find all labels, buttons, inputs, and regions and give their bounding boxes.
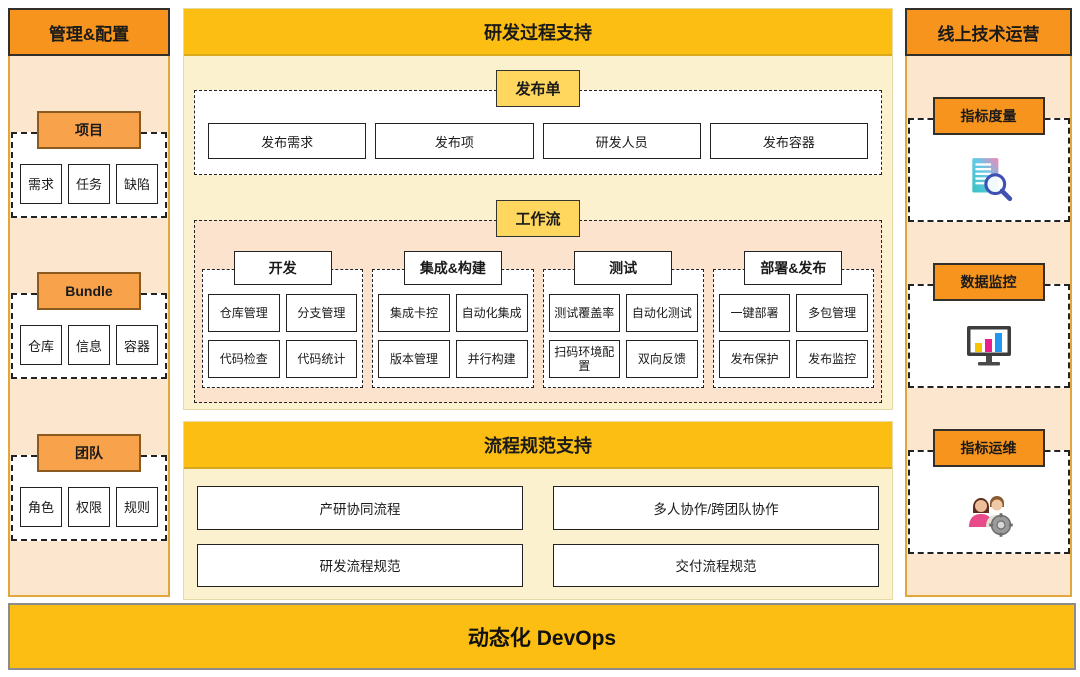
stage-integration-build-label: 集成&构建: [403, 251, 502, 285]
team-group: 团队 角色 权限 规则: [10, 433, 168, 541]
project-group: 项目 需求 任务 缺陷: [10, 110, 168, 218]
release-order-label: 发布单: [496, 70, 580, 107]
stage-testing-box: 测试覆盖率 自动化测试 扫码环境配置 双向反馈: [542, 269, 704, 388]
data-monitor-group: 数据监控: [907, 263, 1070, 388]
management-config-body: 项目 需求 任务 缺陷 Bundle 仓库 信息 容器 团队 角色: [8, 56, 170, 597]
ci-item-auto-integration: 自动化集成: [455, 294, 528, 332]
test-item-coverage: 测试覆盖率: [548, 294, 621, 332]
workflow-label: 工作流: [496, 200, 580, 237]
online-tech-ops-body: 指标度量: [905, 56, 1072, 597]
data-monitor-box: [907, 284, 1070, 388]
test-item-auto-test: 自动化测试: [626, 294, 698, 332]
test-item-scan-env: 扫码环境配置: [548, 340, 621, 378]
dynamic-devops-banner: 动态化 DevOps: [8, 603, 1076, 670]
online-tech-ops-column: 线上技术运营 指标度量: [905, 8, 1072, 597]
release-item-entries: 发布项: [375, 123, 534, 159]
bundle-group: Bundle 仓库 信息 容器: [10, 272, 168, 379]
release-item-requirements: 发布需求: [208, 123, 367, 159]
online-tech-ops-header: 线上技术运营: [905, 8, 1072, 56]
metric-measure-box: [907, 118, 1070, 222]
team-group-label: 团队: [37, 433, 141, 472]
process-spec-grid: 产研协同流程 多人协作/跨团队协作 研发流程规范 交付流程规范: [184, 469, 892, 599]
deploy-item-release-protect: 发布保护: [718, 340, 791, 378]
stage-integration-build: 集成&构建 集成卡控 自动化集成 版本管理 并行构建: [372, 251, 534, 388]
metric-ops-group: 指标运维: [907, 429, 1070, 554]
management-config-header: 管理&配置: [8, 8, 170, 56]
stage-development-box: 仓库管理 分支管理 代码检查 代码统计: [202, 269, 364, 388]
stage-integration-build-box: 集成卡控 自动化集成 版本管理 并行构建: [372, 269, 534, 388]
stage-development-label: 开发: [233, 251, 332, 285]
project-item-defects: 缺陷: [116, 163, 158, 204]
project-item-tasks: 任务: [68, 163, 110, 204]
stage-development: 开发 仓库管理 分支管理 代码检查 代码统计: [202, 251, 364, 388]
stage-deploy-release: 部署&发布 一键部署 多包管理 发布保护 发布监控: [712, 251, 874, 388]
project-group-label: 项目: [37, 110, 141, 149]
test-item-feedback: 双向反馈: [626, 340, 698, 378]
spec-item-rd-spec: 研发流程规范: [197, 543, 523, 587]
dev-item-code-check: 代码检查: [208, 340, 280, 378]
rd-process-header: 研发过程支持: [184, 9, 892, 56]
process-spec-panel: 流程规范支持 产研协同流程 多人协作/跨团队协作 研发流程规范 交付流程规范: [183, 421, 893, 600]
deploy-item-multi-package: 多包管理: [796, 294, 868, 332]
management-config-column: 管理&配置 项目 需求 任务 缺陷 Bundle 仓库 信息 容器 团队: [8, 8, 170, 597]
dev-item-repo-mgmt: 仓库管理: [208, 294, 280, 332]
center-column: 研发过程支持 发布单 发布需求 发布项 研发人员 发布容器 工作流 开发 仓库管…: [183, 8, 893, 600]
bundle-item-repo: 仓库: [20, 325, 62, 365]
metric-measure-label: 指标度量: [932, 97, 1045, 135]
workflow-box: 开发 仓库管理 分支管理 代码检查 代码统计 集成&构建 集成卡控 自动化集成 …: [194, 220, 882, 403]
team-item-permission: 权限: [68, 486, 110, 527]
team-item-role: 角色: [20, 486, 62, 527]
team-item-rules: 规则: [116, 486, 158, 527]
deploy-item-one-click: 一键部署: [718, 294, 791, 332]
stage-deploy-release-label: 部署&发布: [744, 251, 843, 285]
bundle-group-label: Bundle: [37, 272, 141, 310]
deploy-item-release-monitor: 发布监控: [796, 340, 868, 378]
ci-item-version-mgmt: 版本管理: [378, 340, 450, 378]
process-spec-header: 流程规范支持: [184, 422, 892, 469]
ci-item-gate: 集成卡控: [378, 294, 450, 332]
document-search-icon: [971, 158, 1012, 202]
metric-ops-box: [907, 450, 1070, 554]
release-item-staff: 研发人员: [542, 123, 701, 159]
monitor-chart-icon: [966, 326, 1011, 366]
dev-item-branch-mgmt: 分支管理: [285, 294, 358, 332]
bundle-item-info: 信息: [68, 325, 110, 365]
dev-item-code-stats: 代码统计: [285, 340, 358, 378]
stage-testing: 测试 测试覆盖率 自动化测试 扫码环境配置 双向反馈: [542, 251, 704, 388]
bundle-item-container: 容器: [116, 325, 158, 365]
metric-ops-label: 指标运维: [932, 429, 1045, 467]
spec-item-delivery-spec: 交付流程规范: [553, 543, 879, 587]
release-item-containers: 发布容器: [709, 123, 868, 159]
team-gear-icon: [968, 496, 1013, 537]
data-monitor-label: 数据监控: [932, 263, 1045, 301]
ci-item-parallel-build: 并行构建: [455, 340, 528, 378]
spec-item-product-rd-flow: 产研协同流程: [197, 486, 523, 530]
spec-item-collaboration: 多人协作/跨团队协作: [553, 486, 879, 530]
stage-testing-label: 测试: [574, 251, 673, 285]
metric-measure-group: 指标度量: [907, 97, 1070, 222]
project-item-requirements: 需求: [20, 163, 62, 204]
rd-process-panel: 研发过程支持 发布单 发布需求 发布项 研发人员 发布容器 工作流 开发 仓库管…: [183, 8, 893, 410]
bundle-group-box: 仓库 信息 容器: [11, 293, 167, 379]
stage-deploy-release-box: 一键部署 多包管理 发布保护 发布监控: [712, 269, 874, 388]
